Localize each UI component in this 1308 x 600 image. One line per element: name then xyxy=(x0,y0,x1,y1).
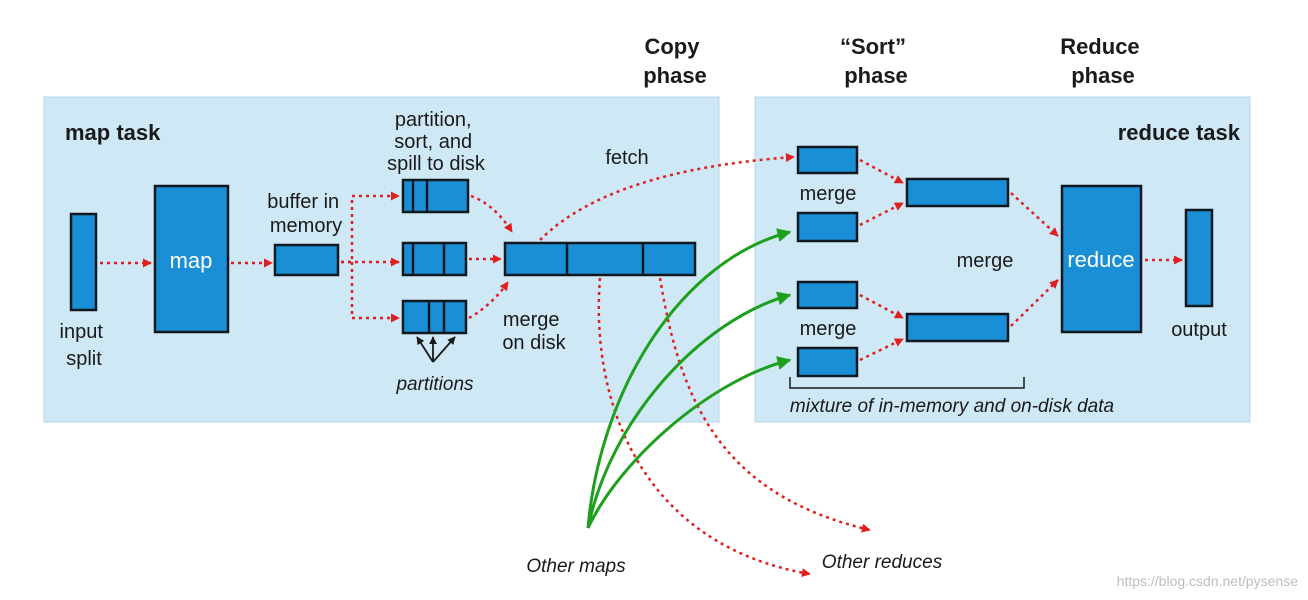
sort-phase-line2: phase xyxy=(844,63,908,88)
merge-on-disk-label: merge on disk xyxy=(502,309,566,354)
partition-line1: partition, xyxy=(395,109,472,131)
partition-sort-spill-label: partition, sort, and spill to disk xyxy=(387,109,486,175)
mixture-brace xyxy=(789,377,1025,389)
buffer-label: buffer in memory xyxy=(267,191,344,237)
map-box xyxy=(153,184,230,334)
sort-phase-label: “Sort” phase xyxy=(840,34,912,88)
copy-phase-line1: Copy xyxy=(644,34,700,59)
input-split-label: input split xyxy=(60,321,109,370)
input-split-box xyxy=(69,212,98,312)
copy-phase-line2: phase xyxy=(643,63,707,88)
other-reduces-label: Other reduces xyxy=(822,552,943,573)
reduce-input-1 xyxy=(796,145,859,175)
merge-on-disk-line2: on disk xyxy=(502,332,566,354)
merged-segment-top xyxy=(905,177,1010,208)
merged-segment-bottom xyxy=(905,312,1010,343)
partitions-pointer-arrows xyxy=(416,336,456,363)
map-task-title: map task xyxy=(65,120,161,145)
spill-file-2 xyxy=(401,241,468,277)
input-split-line1: input xyxy=(60,321,104,343)
reduce-box-label: reduce xyxy=(1067,247,1134,272)
reduce-phase-line1: Reduce xyxy=(1060,34,1139,59)
merge-on-disk-line1: merge xyxy=(503,309,560,331)
mixture-label: mixture of in-memory and on-disk data xyxy=(790,396,1114,417)
buffer-in-memory-box xyxy=(273,243,340,277)
merge-bottom-label: merge xyxy=(800,318,857,340)
reduce-input-3 xyxy=(796,280,859,310)
buffer-line2: memory xyxy=(270,215,342,237)
data-flow-arrows xyxy=(100,153,1183,578)
spill-file-1 xyxy=(401,178,470,214)
watermark: https://blog.csdn.net/pysense xyxy=(1117,573,1299,589)
map-box-label: map xyxy=(170,248,213,273)
partitions-label: partitions xyxy=(395,374,474,395)
buffer-line1: buffer in xyxy=(267,191,339,213)
merge-top-label: merge xyxy=(800,183,857,205)
reduce-box xyxy=(1060,184,1143,334)
other-maps-label: Other maps xyxy=(526,556,626,577)
reduce-task-title: reduce task xyxy=(1118,120,1241,145)
merge-mid-label: merge xyxy=(957,250,1014,272)
output-box xyxy=(1184,208,1214,308)
partition-line2: sort, and xyxy=(394,131,472,153)
reduce-phase-line2: phase xyxy=(1071,63,1135,88)
partition-line3: spill to disk xyxy=(387,153,486,175)
reduce-phase-label: Reduce phase xyxy=(1060,34,1146,88)
sort-phase-line1: “Sort” xyxy=(840,34,906,59)
reduce-input-2 xyxy=(796,211,859,243)
input-split-line2: split xyxy=(66,348,102,370)
merged-map-output-file xyxy=(503,241,697,277)
spill-file-3 xyxy=(401,299,468,335)
copy-phase-label: Copy phase xyxy=(643,34,707,88)
reduce-input-4 xyxy=(796,346,859,378)
fetch-label: fetch xyxy=(605,147,648,169)
output-label: output xyxy=(1171,319,1227,341)
other-maps-arrows xyxy=(586,228,792,529)
